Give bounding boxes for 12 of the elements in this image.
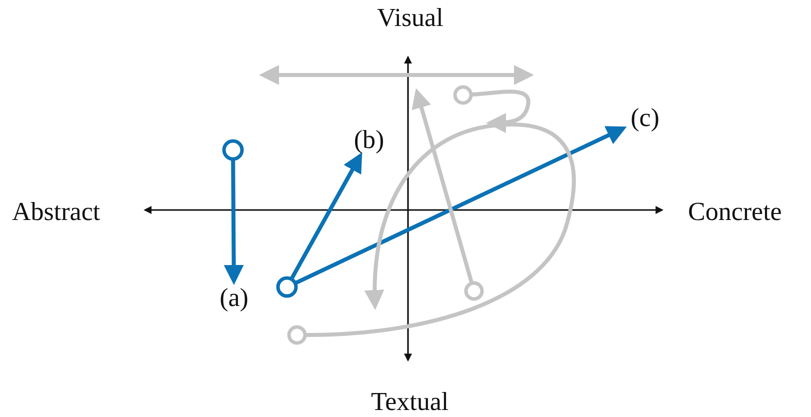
axis-label: Textual	[371, 387, 449, 417]
axis-label: Concrete	[688, 197, 782, 227]
axis-label: Visual	[377, 3, 444, 33]
axis-label: Abstract	[12, 197, 100, 227]
arrow-label: (c)	[625, 103, 665, 133]
arrow-label: (b)	[352, 126, 386, 154]
arrow-label: (a)	[214, 283, 254, 313]
arrow	[290, 152, 362, 279]
arrow	[224, 160, 244, 285]
arrow	[296, 126, 627, 284]
arrow	[472, 90, 530, 133]
arrow	[306, 122, 576, 337]
